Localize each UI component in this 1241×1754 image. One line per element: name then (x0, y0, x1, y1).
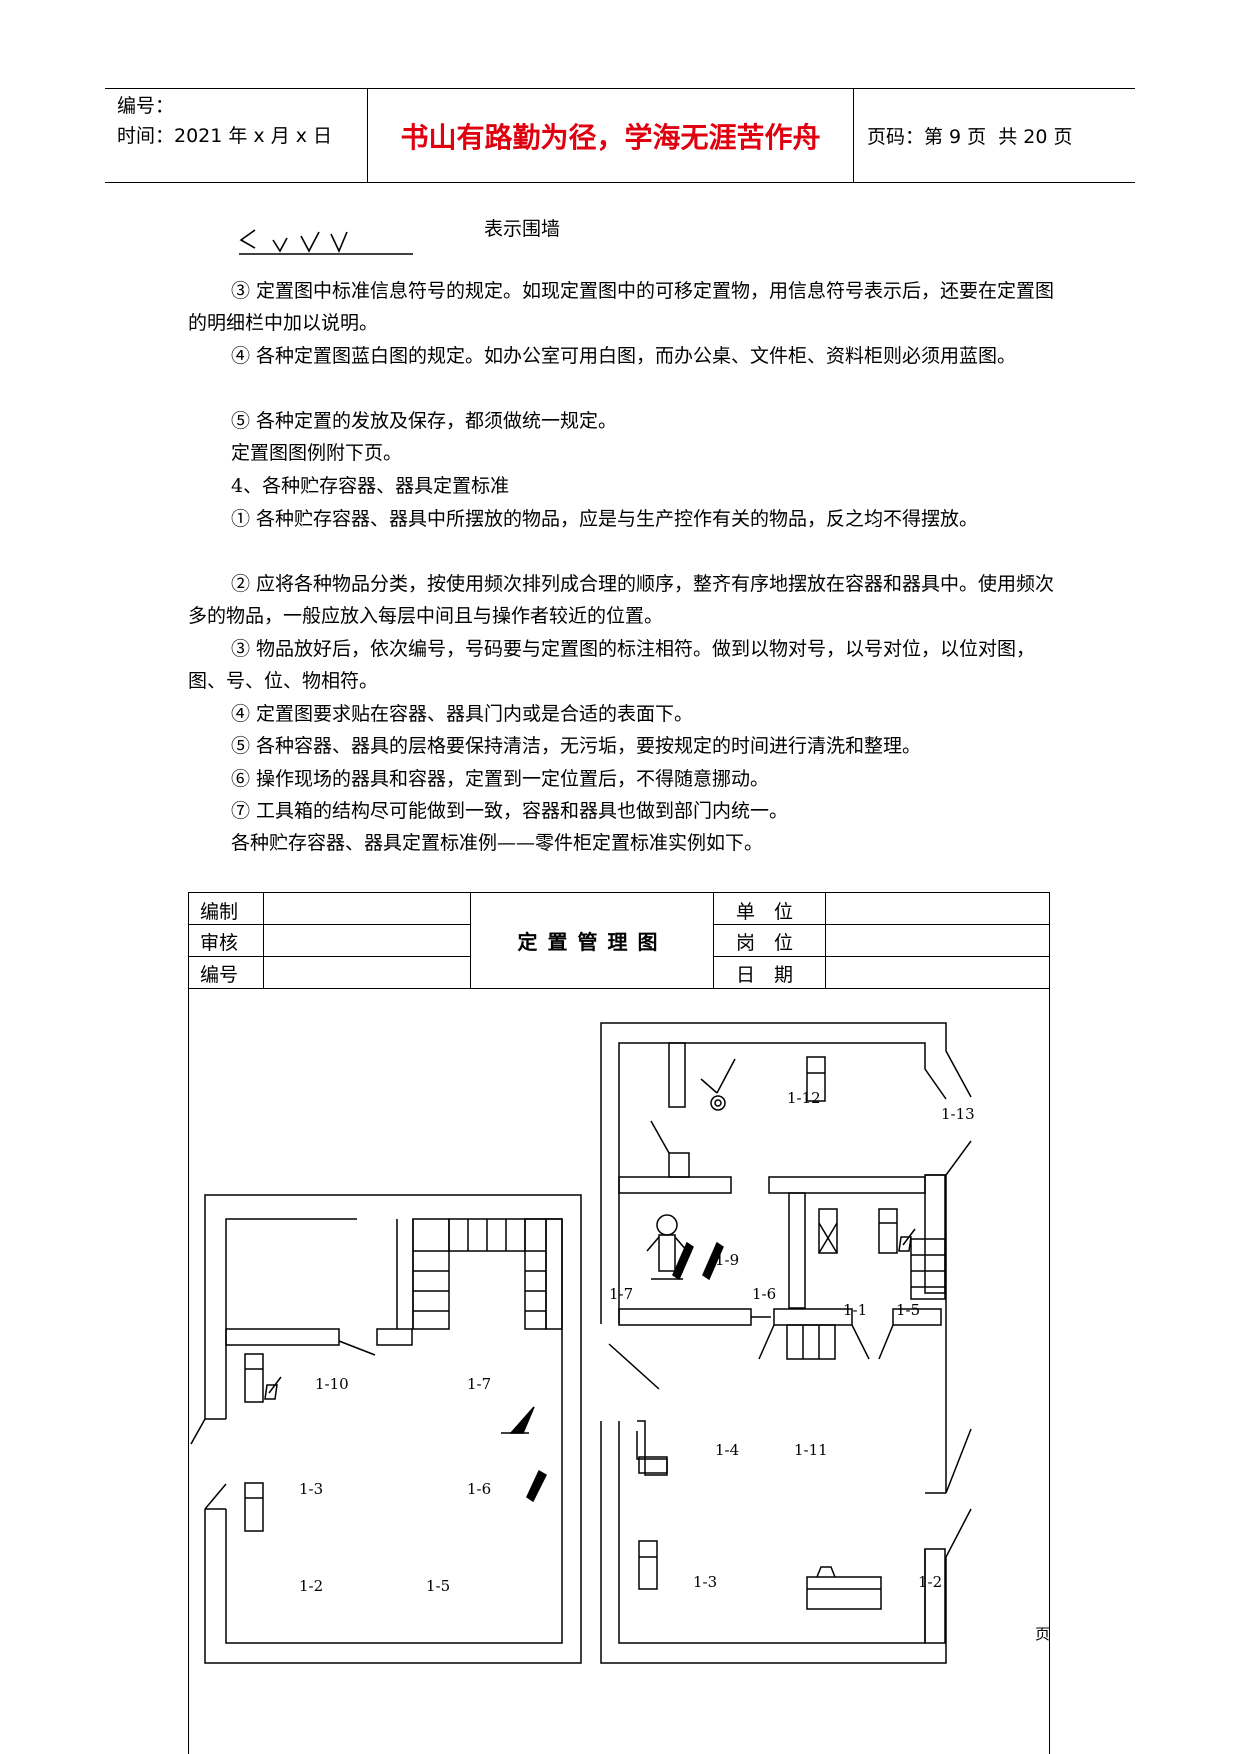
col-divider (713, 893, 714, 988)
plan-label: 1-7 (467, 1375, 491, 1393)
plan-label: 1-3 (693, 1573, 717, 1591)
paragraph: ⑤ 各种容器、器具的层格要保持清洁，无污垢，要按规定的时间进行清洗和整理。 (231, 735, 922, 757)
plan-label: 1-9 (715, 1251, 739, 1269)
row-divider (713, 956, 1049, 957)
paragraph: ① 各种贮存容器、器具中所摆放的物品，应是与生产控作有关的物品，反之均不得摆放。 (231, 508, 979, 530)
post-label: 岗 位 (736, 932, 794, 954)
paragraph: 4、各种贮存容器、器具定置标准 (231, 475, 510, 497)
plan-label: 1-2 (918, 1573, 942, 1591)
right-room-walls (600, 1022, 972, 1664)
plan-label: 1-7 (609, 1285, 633, 1303)
floor-plan: 1-10 1-7 1-3 1-6 1-2 1-5 1-12 1-13 1-9 1… (188, 989, 1050, 1754)
plan-label: 1-3 (299, 1480, 323, 1498)
compiled-by-label: 编制 (200, 901, 239, 923)
paragraph: ③ 定置图中标准信息符号的规定。如现定置图中的可移定置物，用信息符号表示后，还要… (188, 280, 1055, 334)
number-label: 编号： (117, 95, 175, 117)
plan-label: 1-10 (315, 1375, 349, 1393)
wall-legend-icon (239, 229, 413, 255)
plan-label: 1-5 (426, 1577, 450, 1595)
date-label: 日 期 (736, 964, 794, 986)
row-divider (713, 924, 1049, 925)
unit-label: 单 位 (736, 901, 794, 923)
row-divider (189, 956, 471, 957)
reviewed-by-label: 审核 (200, 932, 239, 954)
left-room-walls (190, 1194, 582, 1664)
plan-label: 1-12 (787, 1089, 821, 1107)
plan-label: 1-5 (896, 1301, 920, 1319)
paragraph: ② 应将各种物品分类，按使用频次排列成合理的顺序，整齐有序地摆放在容器和器具中。… (188, 573, 1055, 627)
paragraph: ③ 物品放好后，依次编号，号码要与定置图的标注相符。做到以物对号，以号对位，以位… (188, 638, 1036, 692)
col-divider (825, 893, 826, 988)
paragraph: ④ 各种定置图蓝白图的规定。如办公室可用白图，而办公桌、文件柜、资料柜则必须用蓝… (231, 345, 1017, 367)
plan-title: 定置管理图 (517, 930, 668, 954)
page-info-text: 页码：第 9 页 共 20 页 (867, 126, 1073, 148)
header-divider (853, 89, 854, 182)
page-header: 编号： 时间：2021 年 x 月 x 日 书山有路勤为径，学海无涯苦作舟 页码… (105, 88, 1135, 183)
floor-plan-drawing: 1-10 1-7 1-3 1-6 1-2 1-5 1-12 1-13 1-9 1… (190, 1022, 1050, 1664)
header-meta: 编号： 时间：2021 年 x 月 x 日 (117, 91, 332, 151)
col-divider (263, 893, 264, 988)
plan-label: 1-13 (941, 1105, 975, 1123)
legend-text: 表示围墙 (484, 218, 561, 240)
plan-label: 1-11 (794, 1441, 828, 1459)
col-divider (470, 893, 471, 988)
paragraph: ⑤ 各种定置的发放及保存，都须做统一规定。 (231, 410, 618, 432)
plan-label: 1-6 (467, 1480, 491, 1498)
plan-label: 1-6 (752, 1285, 776, 1303)
paragraph: ⑦ 工具箱的结构尽可能做到一致，容器和器具也做到部门内统一。 (231, 800, 789, 822)
plan-label: 1-1 (843, 1301, 867, 1319)
number-field-label: 编号 (200, 964, 239, 986)
page-info: 页码：第 9 页 共 20 页 (867, 89, 1073, 182)
header-divider (367, 89, 368, 182)
paragraph: ⑥ 操作现场的器具和容器，定置到一定位置后，不得随意挪动。 (231, 768, 770, 790)
plan-title-block: 编制 审核 编号 定置管理图 单 位 岗 位 日 期 (188, 892, 1050, 989)
plan-label: 1-2 (299, 1577, 323, 1595)
row-divider (189, 924, 471, 925)
time-label: 时间：2021 年 x 月 x 日 (117, 125, 333, 147)
paragraph: 定置图图例附下页。 (231, 442, 403, 464)
header-motto: 书山有路勤为径，学海无涯苦作舟 (400, 120, 821, 154)
plan-edge-label: 页 (1035, 1625, 1050, 1643)
plan-label: 1-4 (715, 1441, 739, 1459)
paragraph: ④ 定置图要求贴在容器、器具门内或是合适的表面下。 (231, 703, 694, 725)
paragraph: 各种贮存容器、器具定置标准例——零件柜定置标准实例如下。 (231, 832, 764, 854)
